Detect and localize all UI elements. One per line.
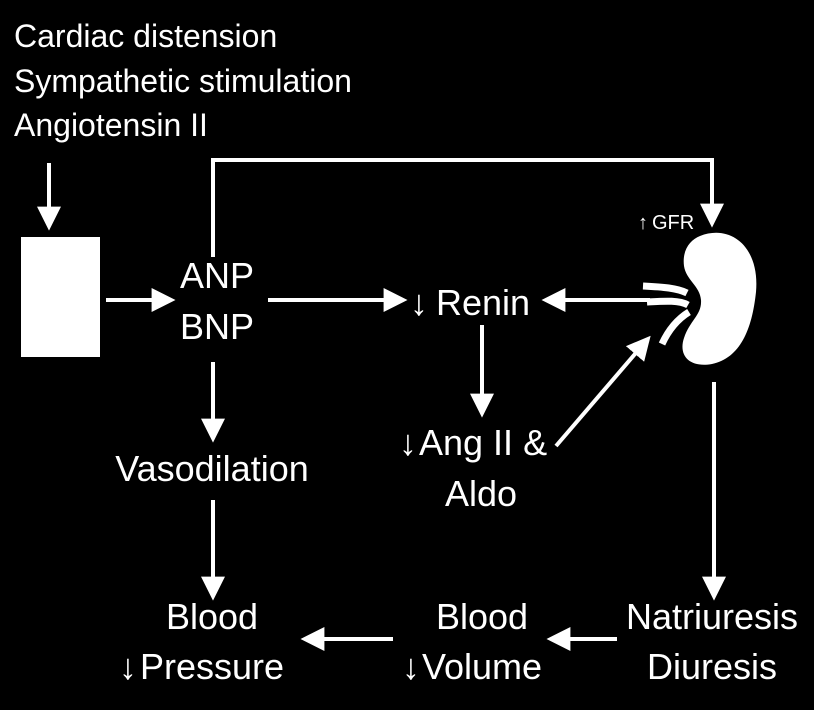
indicator-ang-down: ↓ xyxy=(399,422,417,463)
arrow-ang-to-kidney xyxy=(554,335,651,448)
label-natriuresis: Natriuresis xyxy=(626,596,798,637)
indicator-bv-down: ↓ xyxy=(402,646,420,687)
label-blood-pressure-2: Pressure xyxy=(140,646,284,687)
indicator-bp-down: ↓ xyxy=(119,646,137,687)
indicator-gfr-up: ↑ xyxy=(638,212,648,234)
label-blood-volume-1: Blood xyxy=(436,596,528,637)
label-blood-volume-2: Volume xyxy=(422,646,542,687)
label-anp: ANP xyxy=(180,255,254,296)
kidney-icon xyxy=(642,232,757,365)
heart-box-icon xyxy=(21,237,100,357)
label-blood-pressure-1: Blood xyxy=(166,596,258,637)
label-bnp: BNP xyxy=(180,306,254,347)
label-vasodilation: Vasodilation xyxy=(115,448,308,489)
stimulus-angiotensin-ii: Angiotensin II xyxy=(14,107,208,143)
label-aldo: Aldo xyxy=(445,473,517,514)
label-renin: Renin xyxy=(436,282,530,323)
stimulus-sympathetic-stimulation: Sympathetic stimulation xyxy=(14,63,352,99)
label-gfr: GFR xyxy=(652,212,694,234)
label-diuresis: Diuresis xyxy=(647,646,777,687)
label-ang-ii: Ang II & xyxy=(419,422,547,463)
connector-peptides-to-gfr xyxy=(211,158,724,257)
indicator-renin-down: ↓ xyxy=(410,282,428,323)
stimulus-cardiac-distension: Cardiac distension xyxy=(14,18,277,54)
